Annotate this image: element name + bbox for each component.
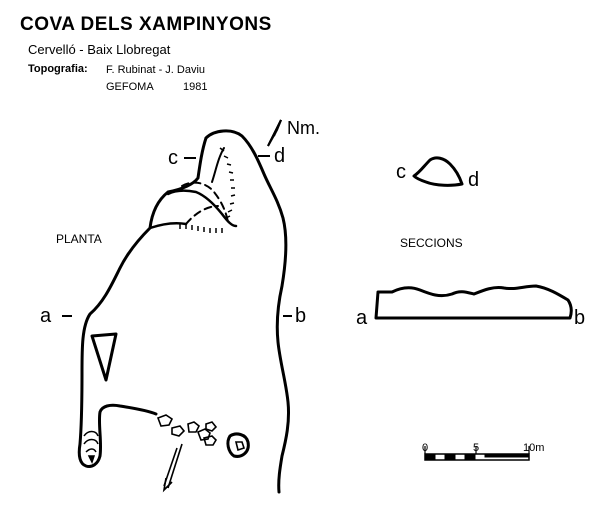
section-mark-c: c [396,161,406,183]
section-mark-d: d [468,169,479,191]
plan-view-label: PLANTA [56,232,102,246]
section-ticks [62,155,292,317]
topography-authors: F. Rubinat - J. Daviu [106,64,206,76]
topography-label: Topografia: [28,63,88,75]
location-subtitle: Cervelló - Baix Llobregat [28,42,171,57]
cave-plan-outline [77,129,290,494]
plan-mark-b: b [295,305,306,327]
section-ab-outline [374,284,573,320]
scale-tick-5: 5 [473,442,479,454]
scale-tick-0: 0 [422,442,428,454]
survey-year: 1981 [183,81,208,93]
plan-mark-d: d [274,145,285,167]
plan-mark-a: a [40,305,52,327]
plan-mark-c: c [168,147,178,169]
boulders [156,414,250,458]
sections-label: SECCIONS [400,236,463,250]
pillar-shape [90,332,118,382]
section-cd-outline [412,156,464,187]
north-label: Nm. [287,118,320,138]
north-arrow-icon [267,119,282,147]
pit-contours [83,430,99,464]
entrance-arrow-icon [162,443,183,493]
section-mark-a: a [356,307,368,329]
section-mark-b: b [574,307,585,329]
drop-hatching [179,147,236,233]
scale-tick-10: 10m [523,442,544,454]
organization-name: GEFOMA [106,81,154,93]
scale-bar [424,446,530,461]
survey-title: COVA DELS XAMPINYONS [20,14,272,35]
